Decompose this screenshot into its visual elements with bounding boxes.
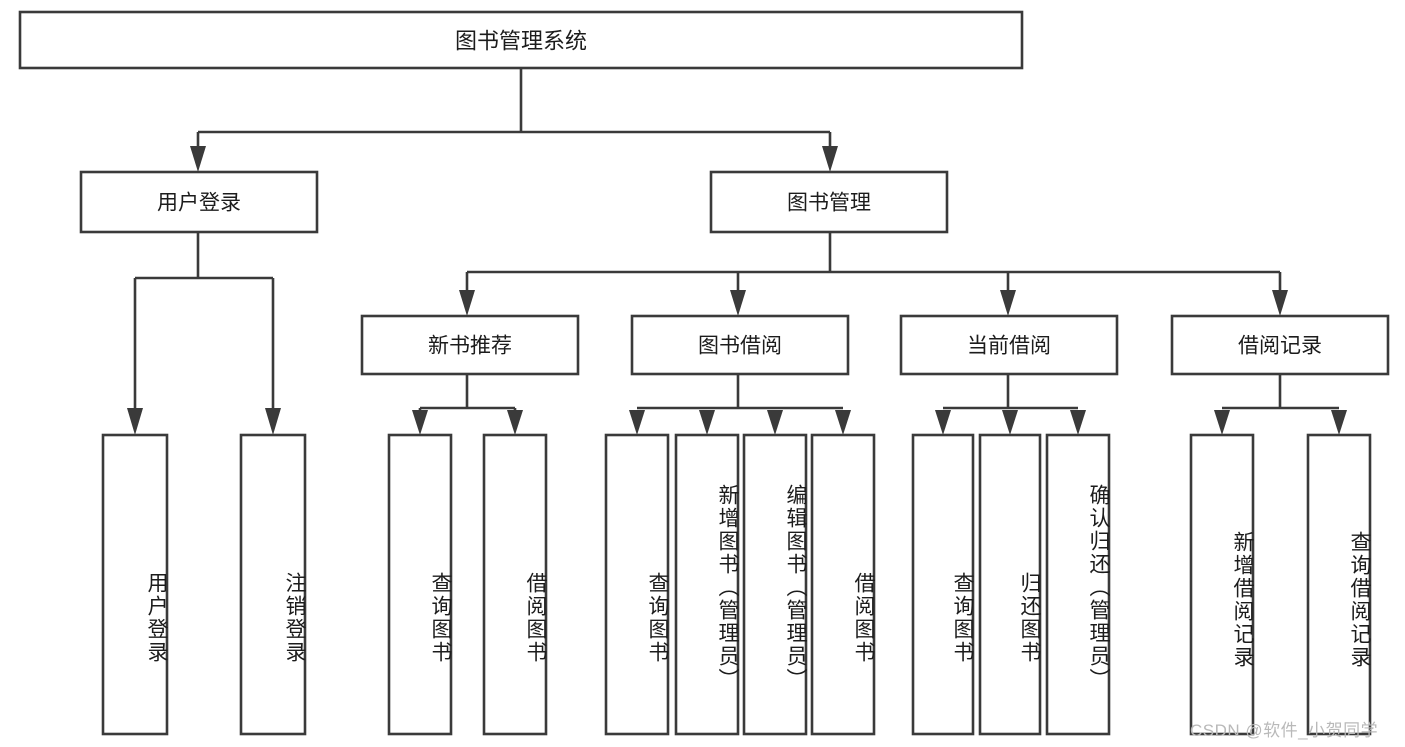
leaf-boxes-current-borrow: [911, 433, 1111, 736]
leaf-box-borrow-3[interactable]: [742, 433, 808, 736]
leaf-box-current-2[interactable]: [978, 433, 1042, 736]
arrow-bookmgmt-child-3: [1000, 290, 1016, 316]
node-borrow-record-label: 借阅记录: [1238, 335, 1322, 358]
leaf-boxes-borrow-record: [1189, 433, 1372, 736]
connector-group-newbook: [412, 374, 523, 435]
arrow-root-to-login: [190, 146, 206, 172]
node-borrow-record[interactable]: 借阅记录: [1170, 314, 1390, 376]
arrow-record-leaf-1: [1214, 410, 1230, 435]
connector-group-root: [190, 68, 838, 172]
node-book-management-box[interactable]: [709, 170, 949, 234]
arrow-borrow-leaf-2: [699, 410, 715, 435]
node-current-borrow-label: 当前借阅: [967, 335, 1051, 358]
connector-group-current: [935, 374, 1086, 435]
node-borrow-record-box[interactable]: [1170, 314, 1390, 376]
connector-group-login: [127, 232, 281, 435]
node-root-label: 图书管理系统: [455, 29, 587, 54]
node-book-borrow-box[interactable]: [630, 314, 850, 376]
arrow-borrow-leaf-3: [767, 410, 783, 435]
node-book-borrow-label: 图书借阅: [698, 335, 782, 358]
arrow-newbook-leaf-2: [507, 410, 523, 435]
arrow-current-leaf-1: [935, 410, 951, 435]
arrow-current-leaf-2: [1002, 410, 1018, 435]
node-new-book-recommend-label: 新书推荐: [428, 335, 512, 358]
arrow-current-leaf-3: [1070, 410, 1086, 435]
node-user-login[interactable]: 用户登录: [79, 170, 319, 234]
node-book-borrow[interactable]: 图书借阅: [630, 314, 850, 376]
arrow-bookmgmt-child-1: [459, 290, 475, 316]
arrow-newbook-leaf-1: [412, 410, 428, 435]
leaf-box-record-2[interactable]: [1306, 433, 1372, 736]
leaf-box-newbook-2[interactable]: [482, 433, 548, 736]
connector-group-bookmgmt: [459, 232, 1288, 316]
node-book-management[interactable]: 图书管理: [709, 170, 949, 234]
node-current-borrow[interactable]: 当前借阅: [899, 314, 1119, 376]
node-user-login-label: 用户登录: [157, 192, 241, 215]
leaf-box-borrow-2[interactable]: [674, 433, 740, 736]
leaf-box-user-login-2[interactable]: [239, 433, 307, 736]
arrow-bookmgmt-child-4: [1272, 290, 1288, 316]
node-book-management-label: 图书管理: [787, 192, 871, 215]
leaf-boxes-book-borrow: [604, 433, 876, 736]
leaf-box-borrow-4[interactable]: [810, 433, 876, 736]
leaf-box-borrow-1[interactable]: [604, 433, 670, 736]
watermark-text: CSDN @软件_小贺同学: [1190, 721, 1379, 740]
leaf-box-newbook-1[interactable]: [387, 433, 453, 736]
node-new-book-recommend[interactable]: 新书推荐: [360, 314, 580, 376]
node-user-login-box[interactable]: [79, 170, 319, 234]
arrow-root-to-bookmgmt: [822, 146, 838, 172]
node-root[interactable]: 图书管理系统: [18, 10, 1024, 70]
arrow-borrow-leaf-1: [629, 410, 645, 435]
leaf-boxes-user-login: [101, 433, 307, 736]
arrow-login-leaf-1: [127, 408, 143, 435]
leaf-boxes-new-book-recommend: [387, 433, 548, 736]
leaf-box-current-3[interactable]: [1045, 433, 1111, 736]
node-root-box[interactable]: [18, 10, 1024, 70]
arrow-login-leaf-2: [265, 408, 281, 435]
connector-group-borrow: [629, 374, 851, 435]
connector-group-record: [1214, 374, 1347, 435]
arrow-borrow-leaf-4: [835, 410, 851, 435]
arrow-record-leaf-2: [1331, 410, 1347, 435]
leaf-box-current-1[interactable]: [911, 433, 975, 736]
node-current-borrow-box[interactable]: [899, 314, 1119, 376]
arrow-bookmgmt-child-2: [730, 290, 746, 316]
leaf-box-record-1[interactable]: [1189, 433, 1255, 736]
leaf-box-user-login-1[interactable]: [101, 433, 169, 736]
node-new-book-recommend-box[interactable]: [360, 314, 580, 376]
